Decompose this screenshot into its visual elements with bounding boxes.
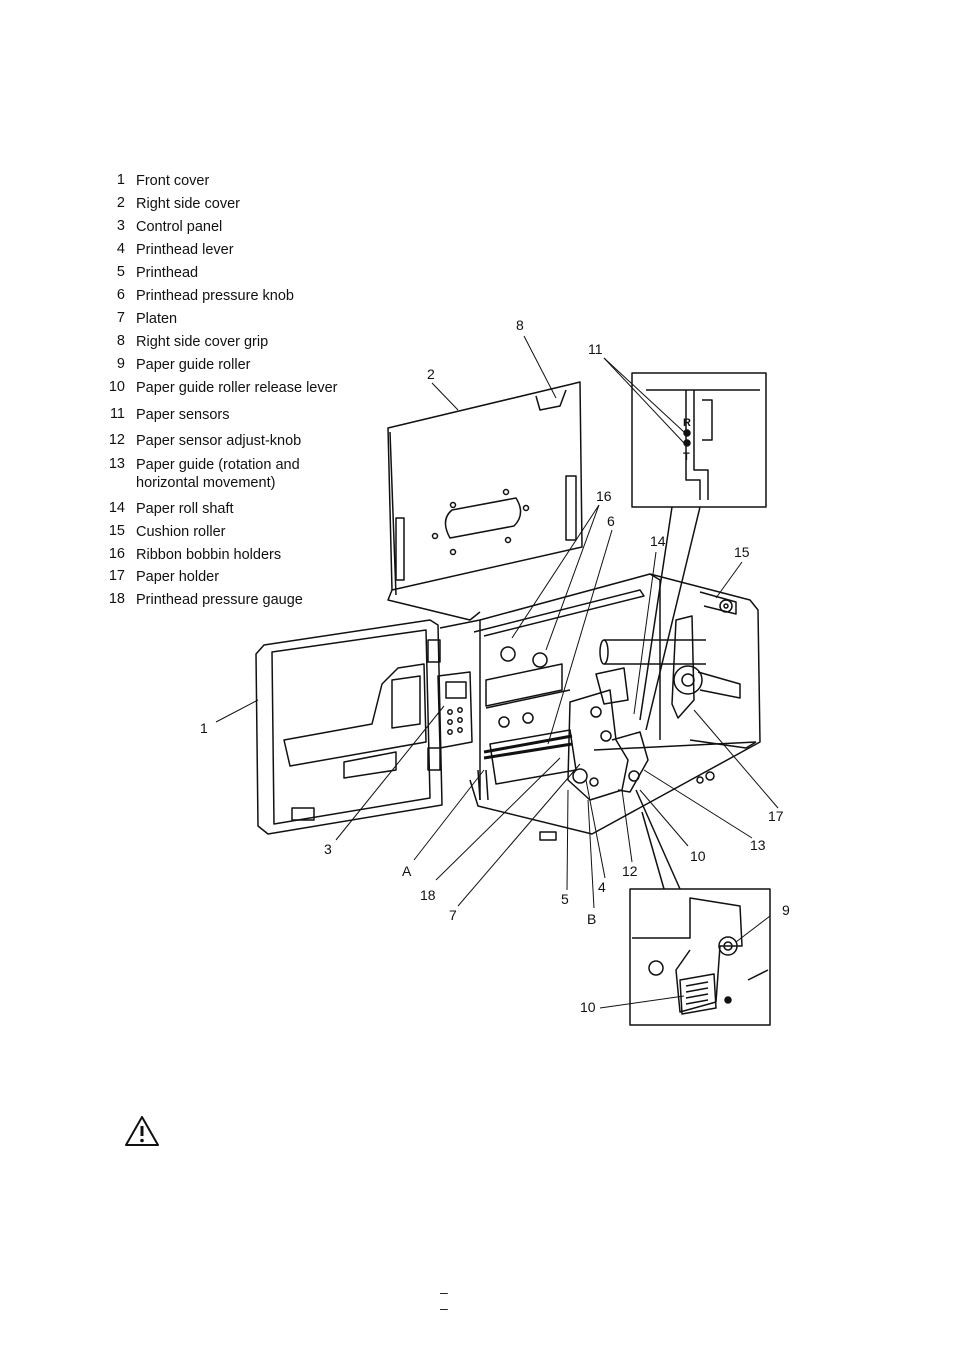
callout-17: 17: [768, 808, 784, 824]
legend-label: Printhead pressure gauge: [136, 592, 303, 608]
legend-label: Front cover: [136, 173, 210, 189]
legend-item: 6 Printhead pressure knob: [104, 287, 294, 305]
callout-13: 13: [750, 837, 766, 853]
callout-1: 1: [200, 720, 208, 736]
legend-number: 14: [108, 500, 125, 516]
callout-4: 4: [598, 879, 606, 895]
legend-item: 17 Paper holder: [104, 568, 219, 586]
legend-item: 12 Paper sensor adjust-knob: [104, 432, 301, 450]
legend-item: 15 Cushion roller: [104, 523, 226, 541]
legend-number: 7: [116, 310, 125, 326]
callout-14: 14: [650, 533, 666, 549]
legend-number: 5: [116, 264, 125, 280]
legend-item: 1 Front cover: [104, 172, 209, 190]
legend-label: Paper holder: [136, 569, 220, 585]
legend-item: 4 Printhead lever: [104, 241, 234, 259]
legend-item: 10 Paper guide roller release lever: [104, 379, 338, 397]
callout-11: 11: [588, 341, 603, 357]
legend-label: Right side cover grip: [136, 334, 269, 350]
legend-number: 18: [108, 591, 125, 607]
legend-label: Paper sensors: [136, 407, 230, 423]
legend-label: Printhead pressure knob: [136, 288, 294, 304]
callout-18: 18: [420, 887, 436, 903]
page-number-footer: – –: [440, 1284, 462, 1316]
legend-item: 8 Right side cover grip: [104, 333, 268, 351]
legend-item: 14 Paper roll shaft: [104, 500, 234, 518]
legend-number: 1: [116, 172, 125, 188]
legend-label: Paper sensor adjust-knob: [136, 433, 302, 449]
callout-10-body: 10: [690, 848, 706, 864]
legend-label: Paper guide roller: [136, 357, 251, 373]
right-side-cover-drawing: [387, 381, 583, 621]
callout-2: 2: [427, 366, 435, 382]
legend-number: 17: [108, 568, 125, 584]
legend-label: Paper guide roller release lever: [136, 380, 338, 396]
callout-9: 9: [782, 902, 790, 918]
legend-number: 8: [116, 333, 125, 349]
legend-number: 16: [108, 546, 125, 562]
callout-3: 3: [324, 841, 332, 857]
legend-number: 13: [108, 456, 125, 472]
callout-12: 12: [622, 863, 638, 879]
callout-A: A: [402, 863, 412, 879]
front-cover-drawing: [255, 619, 443, 835]
legend-number: 4: [116, 241, 125, 257]
callout-15: 15: [734, 544, 750, 560]
legend-item: 3 Control panel: [104, 218, 222, 236]
legend-label: Right side cover: [136, 196, 240, 212]
legend-label: Platen: [136, 311, 178, 327]
callout-5: 5: [561, 891, 569, 907]
callout-8: 8: [516, 317, 524, 333]
legend-item: 11 Paper sensors: [104, 406, 230, 424]
callout-6: 6: [607, 513, 615, 529]
legend-item: 9 Paper guide roller: [104, 356, 251, 374]
legend-item: 13 Paper guide (rotation and horizontal m…: [104, 456, 300, 492]
control-panel-drawing: [437, 671, 473, 749]
legend-number: 12: [108, 432, 125, 448]
legend-label: Ribbon bobbin holders: [136, 547, 282, 563]
legend-number: 3: [116, 218, 125, 234]
warning-icon: [125, 1116, 159, 1146]
legend-number: 6: [116, 287, 125, 303]
legend-label: Cushion roller: [136, 524, 226, 540]
legend-item: 2 Right side cover: [104, 195, 240, 213]
legend-item: 5 Printhead: [104, 264, 198, 282]
legend-label: Control panel: [136, 219, 223, 235]
legend-label: Paper guide (rotation and horizontal mov…: [136, 457, 300, 491]
legend-number: 11: [109, 406, 125, 422]
inset-paper-sensors: [631, 372, 767, 731]
legend-label: Paper roll shaft: [136, 501, 234, 517]
legend-number: 9: [116, 356, 125, 372]
callout-7: 7: [449, 907, 457, 923]
legend-number: 10: [108, 379, 125, 395]
callout-B: B: [587, 911, 596, 927]
legend-number: 15: [108, 523, 125, 539]
callout-10-inset: 10: [580, 999, 596, 1015]
callout-labels: 1 2 3 4 5 6 7 8 9 10 10 11 12 13 14 15 1…: [200, 317, 790, 1015]
legend-number: 2: [116, 195, 125, 211]
leader-lines: [215, 335, 779, 1009]
legend-label: Printhead: [136, 265, 199, 281]
printer-body-drawing: [439, 573, 761, 841]
callout-16: 16: [596, 488, 612, 504]
sensor-letter-t: T: [683, 451, 690, 463]
legend-label: Printhead lever: [136, 242, 234, 258]
legend-item: 7 Platen: [104, 310, 177, 328]
legend-item: 16 Ribbon bobbin holders: [104, 546, 281, 564]
sensor-letter-r: R: [683, 417, 691, 429]
inset-paper-guide-roller: [629, 789, 771, 1026]
legend-item: 18 Printhead pressure gauge: [104, 591, 303, 609]
